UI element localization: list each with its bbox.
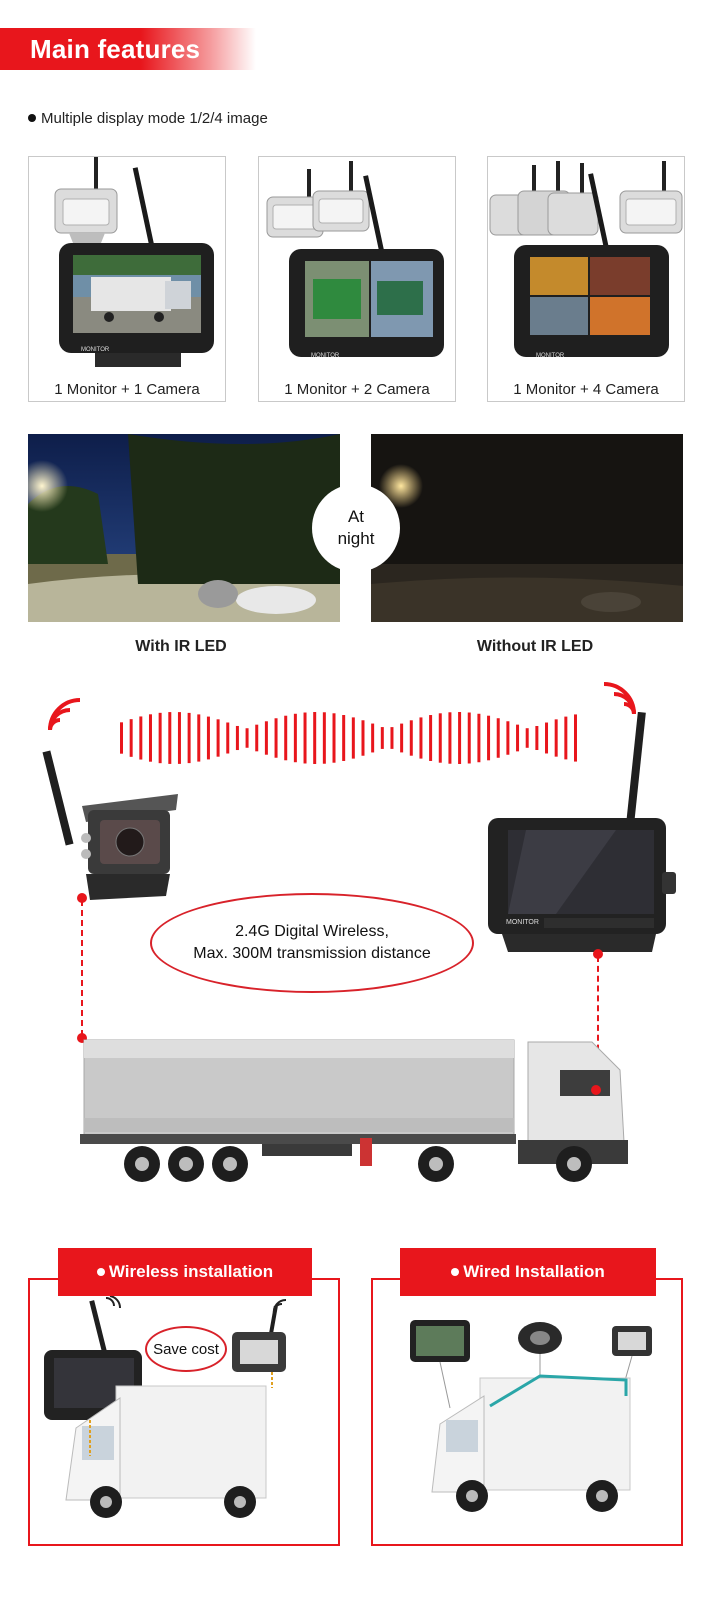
monitor-brand-label: MONITOR [536,353,565,359]
signal-bar [574,714,577,762]
signal-bar [226,722,230,754]
night-image-without-ir [371,434,683,622]
signal-bar [525,728,529,748]
without-ir-label: Without IR LED [476,638,594,655]
feature-text: Multiple display mode 1/2/4 image [41,110,268,127]
signal-bar [458,712,462,764]
signal-bar [400,723,404,753]
semi-truck-illustration [77,1033,628,1182]
signal-bar [332,713,336,763]
signal-bar [197,714,201,762]
signal-bar [351,717,355,759]
wireless-spec-line1: 2.4G Digital Wireless, [235,923,389,940]
mode-caption: 1 Monitor + 1 Camera [54,381,200,398]
bullet-dot-icon [28,114,36,123]
signal-bar [187,712,191,764]
feature-bullet: Multiple display mode 1/2/4 image [28,110,268,127]
bullet-dot-icon [96,1268,105,1276]
monitor-brand-label: MONITOR [81,347,110,353]
signal-bar [390,727,394,749]
signal-bar [419,717,423,759]
signal-bar [516,724,520,752]
monitor-camera-illustration: MONITOR [54,157,214,367]
signal-bar [564,716,568,760]
signal-bar [448,712,452,764]
monitor-camera-illustration: MONITOR [489,161,683,359]
monitor-brand-label: MONITOR [311,353,340,359]
signal-bar [506,721,510,755]
signal-wave-bars [120,712,577,764]
signal-bar [371,723,375,753]
signal-bar [477,713,481,763]
signal-bar [168,712,172,764]
signal-bar [284,715,288,761]
section-banner: Main features [0,28,256,70]
save-cost-oval: Save cost [145,1326,227,1372]
wireless-install-tab: Wireless installation [58,1248,312,1296]
wireless-install-illustration [44,1296,287,1518]
wireless-install-title: Wireless installation [108,1262,274,1281]
signal-bar [322,712,326,764]
monitor-brand-label: MONITOR [506,919,539,926]
bullet-dot-icon [451,1268,460,1276]
signal-bar [216,719,220,757]
signal-bar [148,714,152,762]
wired-install-title: Wired Installation [463,1262,605,1281]
signal-bar [264,721,268,755]
wireless-camera-illustration [42,750,178,903]
signal-bar [177,712,181,764]
signal-bar [535,725,539,751]
wifi-signal-left-icon [48,698,81,731]
signal-bar [303,712,307,764]
signal-bar [245,728,249,748]
section-title: Main features [30,34,201,64]
signal-bar [409,720,413,756]
night-badge-line2: night [337,529,375,548]
signal-bar [487,715,491,761]
wireless-monitor-illustration: MONITOR [488,712,676,959]
signal-bar [380,727,384,749]
signal-bar [313,712,317,764]
monitor-connector-line [597,956,599,1090]
signal-bar [293,713,297,763]
signal-bar [235,725,239,751]
signal-bar [545,722,549,754]
signal-bar [429,715,433,761]
night-image-with-ir [28,434,340,622]
signal-bar [342,715,346,761]
signal-bar [438,713,442,763]
night-street-bright-image [28,434,340,622]
signal-bar [274,718,278,758]
wifi-signal-right-icon [603,682,636,715]
wireless-spec-oval: 2.4G Digital Wireless, Max. 300M transmi… [150,893,474,993]
mode-card-1-camera: MONITOR 1 Monitor + 1 Camera [28,156,226,402]
mode-card-2-camera: MONITOR 1 Monitor + 2 Camera [258,156,456,402]
with-ir-label: With IR LED [135,638,227,655]
signal-bar [129,719,133,757]
signal-bar [554,719,558,757]
mode-caption: 1 Monitor + 2 Camera [284,381,430,398]
signal-bar [120,722,123,754]
mode-card-4-camera: MONITOR 1 Monitor + 4 Camera [487,156,685,402]
signal-bar [496,718,500,758]
signal-bar [467,712,471,764]
wireless-spec-line2: Max. 300M transmission distance [193,945,431,962]
mode-caption: 1 Monitor + 4 Camera [513,381,659,398]
signal-bar [158,712,162,764]
signal-bar [361,720,365,756]
wired-install-tab: Wired Installation [400,1248,656,1296]
night-badge: At night [312,484,400,572]
signal-bar [139,716,143,760]
camera-connector-line [81,900,83,1036]
signal-bar [255,724,259,752]
signal-bar [206,716,210,760]
monitor-camera-illustration: MONITOR [266,161,444,359]
wired-install-illustration [410,1320,652,1512]
night-street-dark-image [371,434,683,622]
night-badge-line1: At [347,507,365,526]
